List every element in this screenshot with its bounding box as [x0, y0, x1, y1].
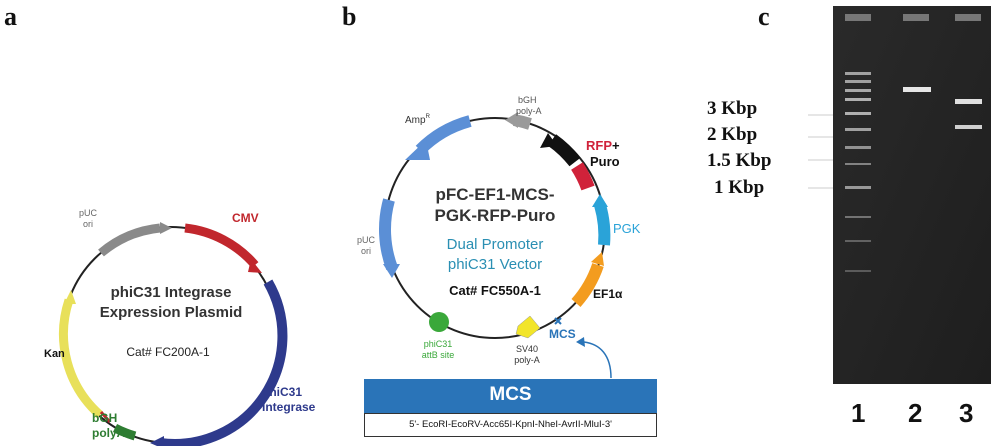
plasmid-b-pgk-label: PGK	[613, 221, 641, 236]
panel-letter-b: b	[342, 2, 357, 31]
plasmid-a: phiC31 Integrase Expression Plasmid Cat#…	[44, 208, 316, 446]
mcs-pointer-arrow	[583, 341, 612, 379]
plasmid-b-cat: Cat# FC550A-1	[449, 283, 541, 298]
lane-3-band-upper	[955, 99, 982, 104]
plasmid-b-sub-2: phiC31 Vector	[448, 256, 542, 273]
plasmid-b-attb-1: phiC31	[424, 339, 453, 349]
plasmid-b: pFC-EF1-MCS- PGK-RFP-Puro Dual Promoter …	[357, 95, 641, 379]
plasmid-b-sv40-segment	[515, 315, 541, 339]
plasmid-a-puc-1: pUC	[79, 208, 98, 218]
mcs-sequence: 5'- EcoRI-EcoRV-Acc65I-KpnI-NheI-AvrII-M…	[364, 413, 657, 437]
plasmid-a-kan-segment	[58, 298, 104, 419]
ladder-bands	[845, 72, 871, 272]
plasmid-a-puc-segment	[98, 223, 161, 257]
plasmid-a-integrase-segment	[159, 279, 288, 446]
plasmid-a-cmv-label: CMV	[232, 211, 259, 225]
plasmid-b-ef1a-label: EF1α	[593, 287, 623, 301]
gel-image	[833, 6, 991, 384]
plasmid-b-attb-2: attB site	[422, 350, 455, 360]
plasmid-b-amp-label: AmpR	[405, 114, 431, 126]
plasmid-a-cmv-segment	[184, 223, 259, 268]
plasmid-a-integrase-1: phiC31	[262, 385, 302, 399]
panel-letter-c: c	[758, 2, 770, 31]
ladder-label-1-5kbp: 1.5 Kbp	[707, 150, 772, 171]
plasmid-b-title-1: pFC-EF1-MCS-	[436, 185, 555, 204]
plasmid-b-rfp-segment	[571, 162, 595, 191]
plasmid-b-puc-segment	[379, 198, 398, 271]
plasmid-b-mcs-label: MCS	[549, 327, 576, 341]
plasmid-a-integrase-2: Integrase	[262, 400, 316, 414]
plasmid-a-bgh-1: bGH	[92, 411, 117, 425]
panel-letter-a: a	[4, 2, 17, 31]
lane-2-band	[903, 87, 931, 92]
plasmid-b-bgh-2: poly-A	[516, 106, 542, 116]
plasmid-b-title-2: PGK-RFP-Puro	[435, 206, 556, 225]
plasmid-b-pgk-segment	[594, 203, 611, 246]
plasmid-b-rfp-label: RFP+	[586, 138, 620, 153]
plasmid-b-puro-segment	[547, 134, 581, 167]
plasmid-b-puc-2: ori	[361, 246, 371, 256]
plasmid-b-sv40-1: SV40	[516, 344, 538, 354]
plasmid-a-bgh-segment	[112, 423, 137, 441]
plasmid-a-title-2: Expression Plasmid	[100, 304, 243, 321]
plasmid-b-puc-1: pUC	[357, 235, 376, 245]
mcs-box-title: MCS	[364, 379, 657, 413]
plasmid-b-sv40-2: poly-A	[514, 355, 540, 365]
ladder-label-2kbp: 2 Kbp	[707, 124, 758, 145]
lane-number-1: 1	[851, 398, 866, 428]
plasmid-a-title-1: phiC31 Integrase	[111, 284, 232, 301]
plasmid-b-bgh-1: bGH	[518, 95, 537, 105]
lane-3-band-lower	[955, 125, 982, 129]
gel-panel	[808, 6, 991, 384]
plasmid-a-kan-label: Kan	[44, 348, 65, 360]
ladder-label-3kbp: 3 Kbp	[707, 98, 758, 119]
plasmid-b-sub-1: Dual Promoter	[447, 236, 544, 253]
plasmid-a-cat: Cat# FC200A-1	[126, 345, 210, 359]
plasmid-b-ef1a-segment	[571, 262, 604, 307]
plasmid-b-attb-site	[429, 312, 449, 332]
lane-number-3: 3	[959, 398, 974, 428]
plasmid-a-puc-2: ori	[83, 219, 93, 229]
plasmid-b-amp-segment	[415, 115, 472, 155]
ladder-label-1kbp: 1 Kbp	[714, 177, 765, 198]
plasmid-b-puro-label: Puro	[590, 154, 620, 169]
lane-number-2: 2	[908, 398, 923, 428]
plasmid-a-bgh-2: polyA	[92, 426, 126, 440]
